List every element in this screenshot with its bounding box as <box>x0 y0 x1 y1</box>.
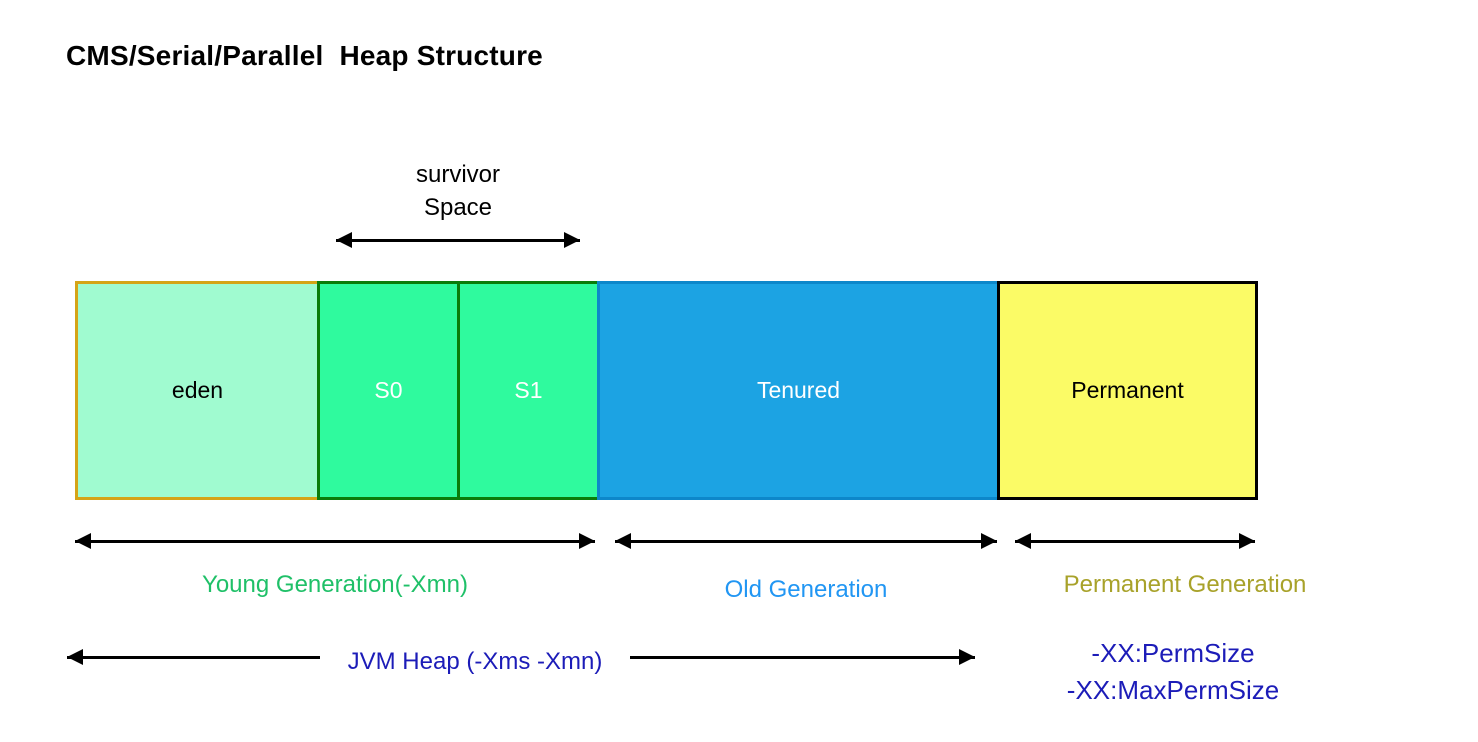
perm-size-labels: -XX:PermSize -XX:MaxPermSize <box>1023 635 1323 709</box>
heap-segment-tenured-label: Tenured <box>756 377 841 403</box>
heap-segment-permanent: Permanent <box>997 281 1258 500</box>
permanent-generation-arrow <box>1015 533 1255 549</box>
young-generation-arrow <box>75 533 595 549</box>
heap-segment-eden: eden <box>75 281 320 500</box>
survivor-space-label-line2: Space <box>423 194 493 221</box>
jvm-heap-label: JVM Heap (-Xms -Xmn) <box>320 646 630 678</box>
heap-segment-s1-label: S1 <box>514 377 543 403</box>
heap-segment-s1: S1 <box>457 281 600 500</box>
heap-segment-tenured: Tenured <box>597 281 1000 500</box>
old-generation-label: Old Generation <box>724 576 888 603</box>
young-generation-label: Young Generation(-Xmn) <box>202 571 468 598</box>
survivor-space-label-line1: survivor <box>415 161 500 188</box>
perm-size-label: -XX:PermSize <box>1091 638 1255 668</box>
heap-segment-s0-label: S0 <box>374 377 403 403</box>
old-generation-arrow <box>615 533 997 549</box>
survivor-space-arrow <box>336 232 580 248</box>
permanent-generation-label: Permanent Generation <box>1063 571 1307 598</box>
survivor-space-label: survivor Space <box>336 158 580 224</box>
heap-segment-eden-label: eden <box>171 377 224 403</box>
heap-segment-permanent-label: Permanent <box>1071 377 1184 403</box>
diagram-title: CMS/Serial/Parallel Heap Structure <box>66 40 543 71</box>
heap-segment-s0: S0 <box>317 281 460 500</box>
max-perm-size-label: -XX:MaxPermSize <box>1066 675 1280 705</box>
